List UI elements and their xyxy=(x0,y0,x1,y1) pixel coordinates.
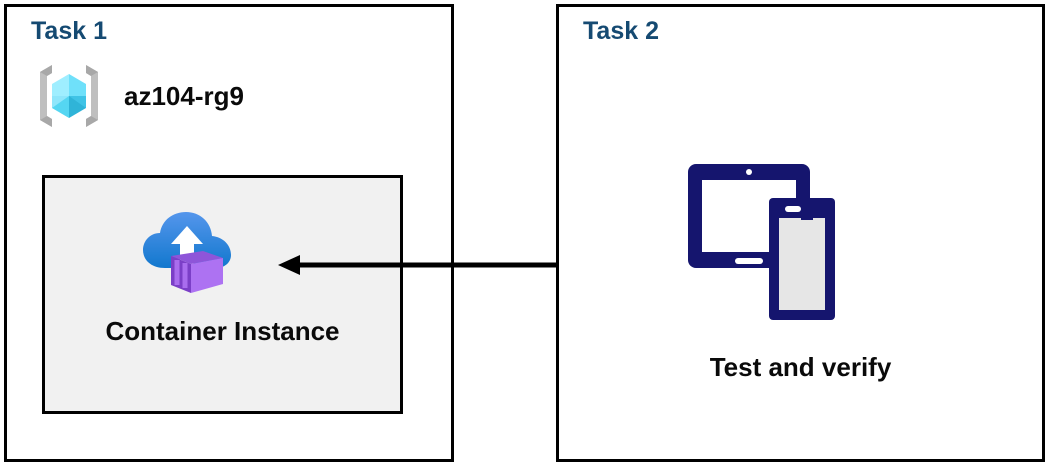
container-instance-box: Container Instance xyxy=(42,175,403,414)
task-2-title: Task 2 xyxy=(583,17,659,45)
test-and-verify-label: Test and verify xyxy=(709,352,892,382)
resource-group-icon xyxy=(40,65,98,127)
resource-group-row: az104-rg9 xyxy=(30,57,244,135)
task-1-title: Task 1 xyxy=(31,17,107,45)
container-instance-label: Container Instance xyxy=(105,316,340,346)
resource-group-label: az104-rg9 xyxy=(124,80,244,111)
container-instance-icon xyxy=(143,212,231,293)
devices-icon xyxy=(688,164,835,320)
